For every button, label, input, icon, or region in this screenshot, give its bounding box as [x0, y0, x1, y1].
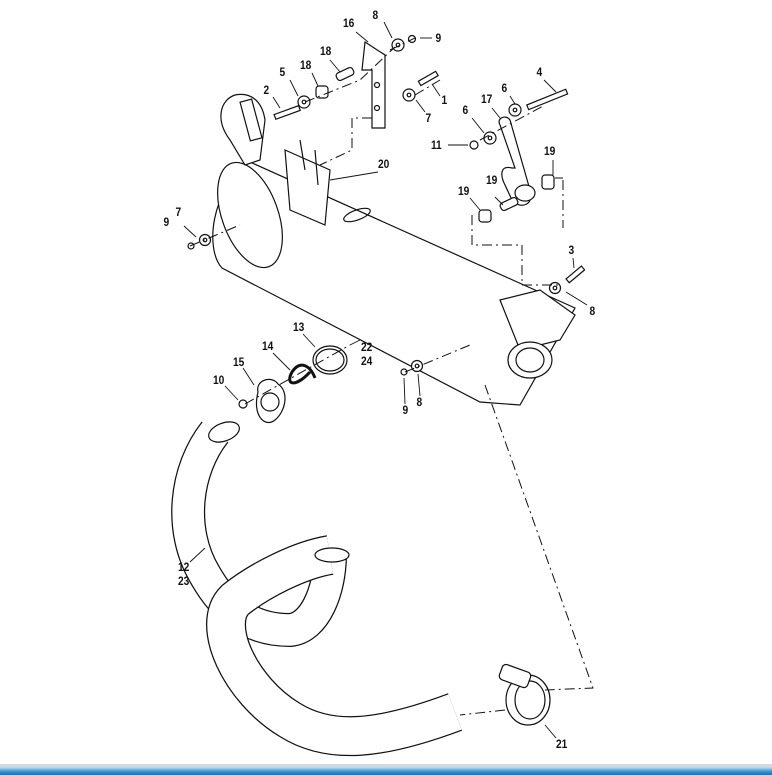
callout-7: 7	[425, 111, 432, 125]
callout-19: 19	[486, 173, 498, 187]
window-bottom-bar	[0, 767, 772, 775]
callout-8: 8	[589, 304, 596, 318]
callout-9: 9	[163, 215, 170, 229]
callout-10: 10	[213, 373, 225, 387]
callout-12: 12	[178, 560, 190, 574]
callout-11: 11	[430, 138, 442, 152]
dashed-assembly-lines	[189, 37, 594, 716]
callout-22: 22	[361, 340, 373, 354]
callout-19: 19	[544, 144, 556, 158]
callout-9: 9	[402, 403, 409, 417]
clamp-21	[498, 663, 551, 726]
window-bottom-divider	[0, 764, 772, 767]
callout-1: 1	[441, 93, 448, 107]
callout-21: 21	[556, 737, 568, 751]
callout-23: 23	[178, 574, 190, 588]
callout-9: 9	[435, 31, 442, 45]
callout-17: 17	[481, 92, 493, 106]
callout-6: 6	[462, 103, 469, 117]
callout-8: 8	[372, 8, 379, 22]
callout-18: 18	[320, 44, 332, 58]
callout-15: 15	[233, 355, 245, 369]
callout-20: 20	[378, 157, 390, 171]
callout-6: 6	[501, 81, 508, 95]
callout-5: 5	[279, 65, 286, 79]
callout-2: 2	[263, 83, 270, 97]
callout-4: 4	[536, 65, 543, 79]
muffler-20	[212, 93, 576, 406]
callout-7: 7	[175, 205, 182, 219]
callout-14: 14	[262, 339, 274, 353]
callout-24: 24	[361, 354, 373, 368]
callout-leaders	[183, 21, 588, 739]
exhaust-pipe-12	[171, 421, 462, 757]
callout-8: 8	[416, 395, 423, 409]
callout-3: 3	[568, 243, 575, 257]
callout-13: 13	[293, 320, 305, 334]
callout-18: 18	[300, 58, 312, 72]
callout-16: 16	[343, 16, 355, 30]
bracket-16	[361, 40, 386, 129]
callout-19: 19	[458, 184, 470, 198]
gasket-13-ring-14	[288, 345, 348, 385]
bracket-17	[498, 116, 536, 206]
